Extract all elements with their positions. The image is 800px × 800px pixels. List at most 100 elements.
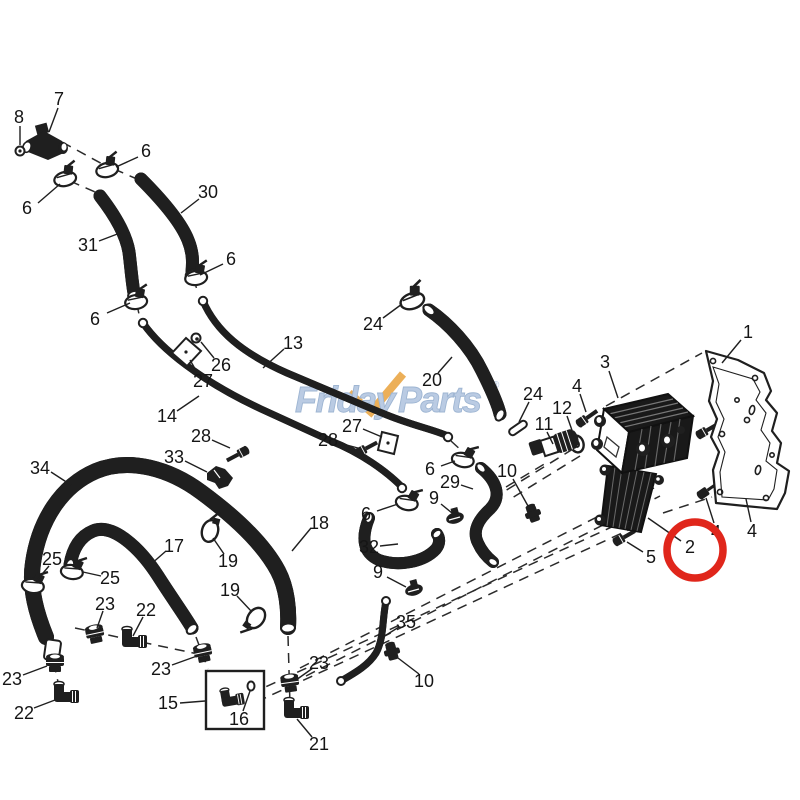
part-number-label: 33: [164, 447, 184, 467]
hardware: [14, 122, 762, 720]
cable-tie-19: [239, 601, 272, 639]
part-number-label: 22: [14, 703, 34, 723]
callout-leader-line: [376, 503, 399, 512]
elbow-fitting-21: [283, 696, 310, 720]
gasket-24: [508, 419, 528, 437]
alignment-dash-line: [450, 440, 464, 453]
alignment-dash-line: [287, 635, 291, 706]
callout-leader-line: [705, 497, 715, 524]
hose-clamp-6: [91, 150, 123, 181]
part-number-label: 35: [396, 612, 416, 632]
fitting-11: [528, 429, 579, 458]
callout-leader-line: [626, 541, 644, 553]
part-number-label: 28: [318, 430, 338, 450]
callout-leader-line: [22, 665, 48, 676]
callout-leader-line: [262, 348, 285, 369]
part-number-label: 27: [193, 371, 213, 391]
part-number-label: 32: [359, 537, 379, 557]
elbow-fitting-22: [121, 625, 148, 649]
part-number-label: 11: [535, 414, 554, 434]
part-number-label: 17: [164, 536, 184, 556]
part-number-label: 24: [523, 384, 543, 404]
callout-leader-line: [379, 543, 399, 547]
part-number-label: 27: [342, 416, 362, 436]
callout-leader-line: [579, 393, 587, 413]
part-number-label: 20: [422, 370, 442, 390]
callout-leader-line: [211, 439, 231, 449]
callout-leader-line: [566, 415, 575, 437]
callout-leader-line: [199, 263, 224, 276]
callout-leader-line: [171, 655, 198, 666]
part-number-label: 9: [429, 488, 439, 508]
band-clamp-9: [403, 578, 425, 599]
bracket-27: [376, 430, 400, 456]
part-number-label: 6: [226, 249, 236, 269]
callout-leader-line: [98, 232, 121, 242]
part-number-label: 10: [497, 461, 517, 481]
callout-leader-line: [386, 576, 407, 588]
part-number-label: 29: [440, 472, 460, 492]
mounting-plate-1: [704, 349, 791, 511]
alignment-dash-line: [505, 462, 547, 488]
fitting-23: [279, 671, 301, 694]
callout-leader-line: [37, 565, 50, 580]
part-number-label: 14: [157, 406, 177, 426]
grommet-10: [521, 501, 544, 525]
callout-leader-line: [48, 107, 59, 133]
callout-leader-line: [647, 517, 682, 542]
part-number-label: 23: [151, 659, 171, 679]
part-number-label: 30: [198, 182, 218, 202]
part-number-label: 31: [78, 235, 98, 255]
part-number-label: 5: [646, 547, 656, 567]
callout-leader-line: [200, 341, 215, 359]
part-number-label: 6: [425, 459, 435, 479]
callout-leader-line: [176, 395, 200, 412]
plug-8: [14, 145, 26, 157]
callout-leader-line: [180, 198, 200, 214]
callout-leader-line: [33, 699, 56, 709]
callout-leader-line: [745, 498, 752, 523]
callout-leader-line: [149, 550, 167, 566]
callout-leader-line: [50, 471, 72, 486]
callout-leader-line: [338, 442, 359, 449]
part-number-label: 13: [283, 333, 303, 353]
part-number-label: 1: [743, 322, 753, 342]
part-number-label: 19: [218, 551, 238, 571]
grommet-26: [190, 332, 202, 344]
fitting-23: [83, 622, 107, 646]
callout-leader-line: [382, 626, 400, 638]
callout-leader-line: [460, 484, 474, 490]
part-number-label: 6: [90, 309, 100, 329]
callout-leader-line: [512, 478, 529, 507]
part-number-label: 8: [14, 107, 24, 127]
part-number-label: 21: [309, 734, 329, 754]
part-number-label: 23: [309, 653, 329, 673]
part-number-label: 4: [572, 376, 582, 396]
alignment-dash-line: [662, 496, 713, 514]
callout-leader-line: [397, 657, 420, 675]
callout-leader-line: [212, 537, 225, 555]
alignment-dash-line: [605, 352, 703, 407]
inset-box-15: [204, 669, 266, 731]
part-number-label: 18: [309, 513, 329, 533]
callout-leader-line: [546, 431, 554, 445]
callout-leader-line: [440, 460, 456, 467]
callout-leader-line: [96, 610, 104, 629]
watermark: Friday Parts ®: [295, 371, 500, 420]
callout-leader-line: [179, 700, 206, 704]
callout-leader-line: [295, 667, 314, 681]
part-number-label: 24: [363, 314, 383, 334]
part-number-label: 34: [30, 458, 50, 478]
fitting-23: [45, 653, 65, 673]
alignment-dash-line: [504, 448, 574, 492]
part-number-label: 25: [100, 568, 120, 588]
highlight-circle: [663, 518, 727, 582]
part-number-label: 25: [42, 549, 62, 569]
elbow-fitting-22: [53, 680, 80, 704]
callout-leader-line: [291, 527, 312, 552]
alignment-dash-line: [511, 455, 581, 499]
oil-cooler-3: [591, 392, 696, 475]
callout-leader-line: [82, 571, 102, 577]
callout-leader-line: [236, 595, 253, 613]
